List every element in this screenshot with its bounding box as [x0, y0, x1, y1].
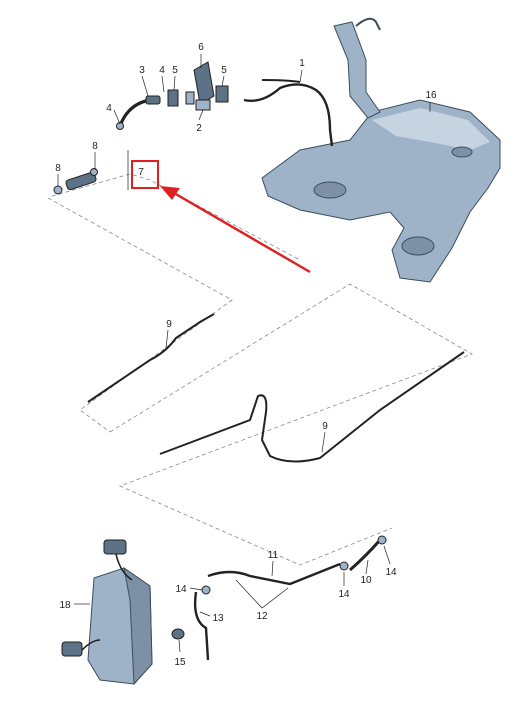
callouts: 1 2 3 4 4 5 5 6 7 8 8 9 9 10 11 12 13 14…: [55, 42, 437, 668]
leader-5b: [221, 75, 225, 87]
filler-vent-hose: [355, 17, 381, 31]
grommet-15: [171, 628, 185, 640]
canister-wiring: [81, 553, 133, 651]
leader-lines: [57, 54, 431, 653]
vent-hose-1-branch: [261, 79, 301, 83]
hose-3-ribbed: [145, 95, 161, 105]
highlight-arrow-shaft: [173, 191, 311, 274]
callout-14-mid: 14: [338, 589, 350, 600]
leader-1: [299, 69, 303, 83]
callout-8-right: 8: [92, 141, 98, 152]
leader-4b: [161, 75, 165, 93]
leader-12: [235, 579, 289, 609]
fuel-line-9-upper: [87, 313, 215, 403]
clip-5-left: [167, 89, 179, 107]
bracket-6: [193, 61, 215, 105]
leader-3: [141, 75, 149, 97]
callout-1: 1: [299, 58, 305, 69]
clamp-4-left: [116, 122, 124, 130]
callout-9-upper: 9: [166, 319, 172, 330]
connector-plug-top: [103, 539, 127, 555]
callout-5-right: 5: [221, 65, 227, 76]
leader-9b: [321, 431, 326, 453]
callout-6: 6: [198, 42, 204, 53]
vent-hose-1: [243, 83, 334, 147]
clamp-14-left: [201, 585, 211, 595]
callout-12: 12: [256, 611, 268, 622]
callout-13: 13: [212, 613, 224, 624]
callout-14-right: 14: [385, 567, 397, 578]
callout-4-left: 4: [106, 103, 112, 114]
leader-11: [271, 560, 274, 577]
fuel-line-9-lower: [159, 351, 465, 463]
callout-16: 16: [425, 90, 437, 101]
leader-13: [199, 611, 211, 617]
clip-4-right: [185, 91, 195, 105]
hose-13: [193, 591, 210, 661]
fuel-tank: [261, 17, 501, 283]
leader-14c: [383, 545, 391, 565]
clamp-14-right: [377, 535, 387, 545]
callout-4-right: 4: [159, 65, 165, 76]
highlight-box: [131, 160, 159, 189]
leader-9a: [165, 329, 169, 349]
clamp-8: [90, 168, 98, 176]
cap-8: [53, 185, 63, 195]
boundary-line-9-top: [47, 197, 233, 433]
callout-14-left: 14: [175, 584, 187, 595]
callout-15: 15: [174, 657, 186, 668]
assembly-boundaries: [47, 173, 473, 566]
upper-fittings: [53, 61, 229, 195]
callout-3: 3: [139, 65, 145, 76]
hose-10: [349, 539, 382, 572]
connector-plug-left: [61, 641, 83, 657]
leader-4a: [113, 109, 121, 125]
hose-11: [207, 562, 341, 586]
callout-8-left: 8: [55, 163, 61, 174]
tank-sender-flange: [401, 236, 435, 256]
carbon-canister: [61, 539, 153, 686]
canister-side: [123, 566, 153, 686]
tank-top-port: [451, 146, 473, 158]
callout-7: 7: [138, 167, 144, 178]
leader-15: [178, 639, 181, 653]
boundary-upper: [51, 173, 301, 261]
tank-top-highlight: [372, 108, 490, 150]
tank-pump-flange: [313, 181, 347, 199]
leader-10: [365, 559, 369, 575]
callout-2: 2: [196, 123, 202, 134]
callout-5-left: 5: [172, 65, 178, 76]
hose-8-ribbed: [65, 171, 97, 191]
leader-5a: [173, 75, 176, 91]
tank-body: [261, 99, 501, 283]
callout-9-lower: 9: [322, 421, 328, 432]
valve-2: [195, 99, 211, 111]
callout-11: 11: [268, 550, 279, 561]
callout-18: 18: [59, 600, 71, 611]
leader-14a: [189, 587, 203, 591]
clip-5-right: [215, 85, 229, 103]
filler-neck: [333, 21, 381, 119]
callout-10: 10: [360, 575, 372, 586]
clamp-14-mid: [339, 561, 349, 571]
boundary-line-9-bottom: [109, 283, 473, 566]
highlight-arrow-head: [160, 186, 180, 200]
leader-2: [198, 109, 204, 121]
hose-4-bent: [118, 98, 151, 127]
